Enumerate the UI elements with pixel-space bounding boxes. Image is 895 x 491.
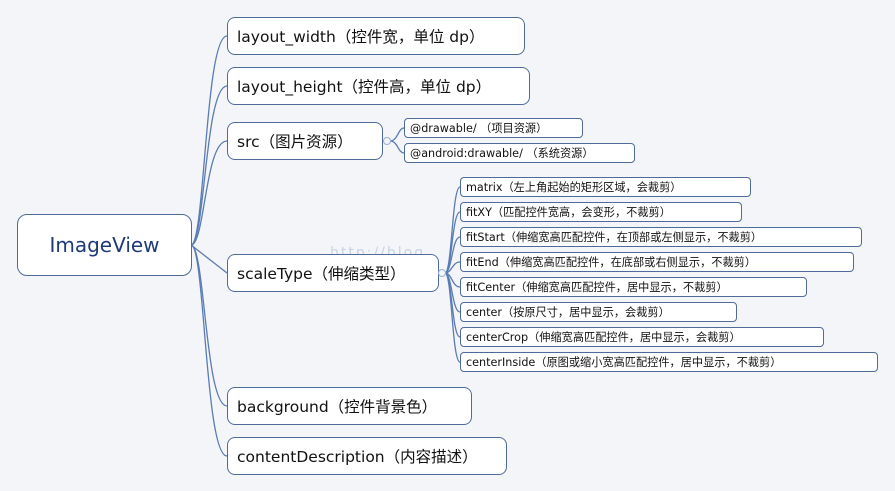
child-label: matrix（左上角起始的矩形区域，会裁剪） — [466, 181, 682, 194]
child-label: center（按原尺寸，居中显示，会裁剪） — [466, 306, 670, 319]
child-label: fitStart（伸缩宽高匹配控件，在顶部或左侧显示，不裁剪） — [466, 231, 763, 244]
child-label: @android:drawable/ （系统资源） — [410, 147, 594, 160]
child-label: centerInside（原图或缩小宽高匹配控件，居中显示，不裁剪） — [466, 356, 782, 369]
scaletype-child-fitend[interactable]: fitEnd（伸缩宽高匹配控件，在底部或右侧显示，不裁剪） — [460, 252, 854, 272]
scaletype-child-centerinside[interactable]: centerInside（原图或缩小宽高匹配控件，居中显示，不裁剪） — [460, 352, 878, 372]
node-content-description[interactable]: contentDescription（内容描述） — [227, 437, 507, 475]
src-collapse-toggle[interactable] — [383, 137, 391, 145]
child-label: centerCrop（伸缩宽高匹配控件，居中显示，会裁剪） — [466, 331, 741, 344]
scaletype-child-centercrop[interactable]: centerCrop（伸缩宽高匹配控件，居中显示，会裁剪） — [460, 327, 824, 347]
node-label: layout_height（控件高，单位 dp） — [237, 78, 492, 96]
node-layout-width[interactable]: layout_width（控件宽，单位 dp） — [227, 17, 525, 55]
src-child-android-drawable[interactable]: @android:drawable/ （系统资源） — [404, 143, 635, 163]
src-child-drawable[interactable]: @drawable/ （项目资源） — [404, 118, 583, 138]
scaletype-child-matrix[interactable]: matrix（左上角起始的矩形区域，会裁剪） — [460, 177, 751, 197]
scaletype-child-center[interactable]: center（按原尺寸，居中显示，会裁剪） — [460, 302, 737, 322]
node-label: background（控件背景色） — [237, 398, 438, 416]
root-label: ImageView — [49, 233, 160, 257]
node-label: layout_width（控件宽，单位 dp） — [237, 28, 485, 46]
node-layout-height[interactable]: layout_height（控件高，单位 dp） — [227, 67, 530, 105]
child-label: fitCenter（伸缩宽高匹配控件，居中显示，不裁剪） — [466, 281, 728, 294]
scaletype-child-fitcenter[interactable]: fitCenter（伸缩宽高匹配控件，居中显示，不裁剪） — [460, 277, 807, 297]
child-label: fitEnd（伸缩宽高匹配控件，在底部或右侧显示，不裁剪） — [466, 256, 757, 269]
scaletype-collapse-toggle[interactable] — [438, 269, 446, 277]
child-label: fitXY（匹配控件宽高，会变形，不裁剪） — [466, 206, 671, 219]
node-scaletype[interactable]: scaleType（伸缩类型） — [227, 254, 439, 292]
node-label: scaleType（伸缩类型） — [237, 265, 406, 283]
root-node-imageview[interactable]: ImageView — [17, 214, 192, 276]
scaletype-child-fitxy[interactable]: fitXY（匹配控件宽高，会变形，不裁剪） — [460, 202, 742, 222]
node-label: contentDescription（内容描述） — [237, 448, 478, 466]
node-background[interactable]: background（控件背景色） — [227, 387, 472, 425]
child-label: @drawable/ （项目资源） — [410, 122, 548, 135]
node-src[interactable]: src（图片资源） — [227, 122, 383, 160]
node-label: src（图片资源） — [237, 133, 353, 151]
scaletype-child-fitstart[interactable]: fitStart（伸缩宽高匹配控件，在顶部或左侧显示，不裁剪） — [460, 227, 862, 247]
